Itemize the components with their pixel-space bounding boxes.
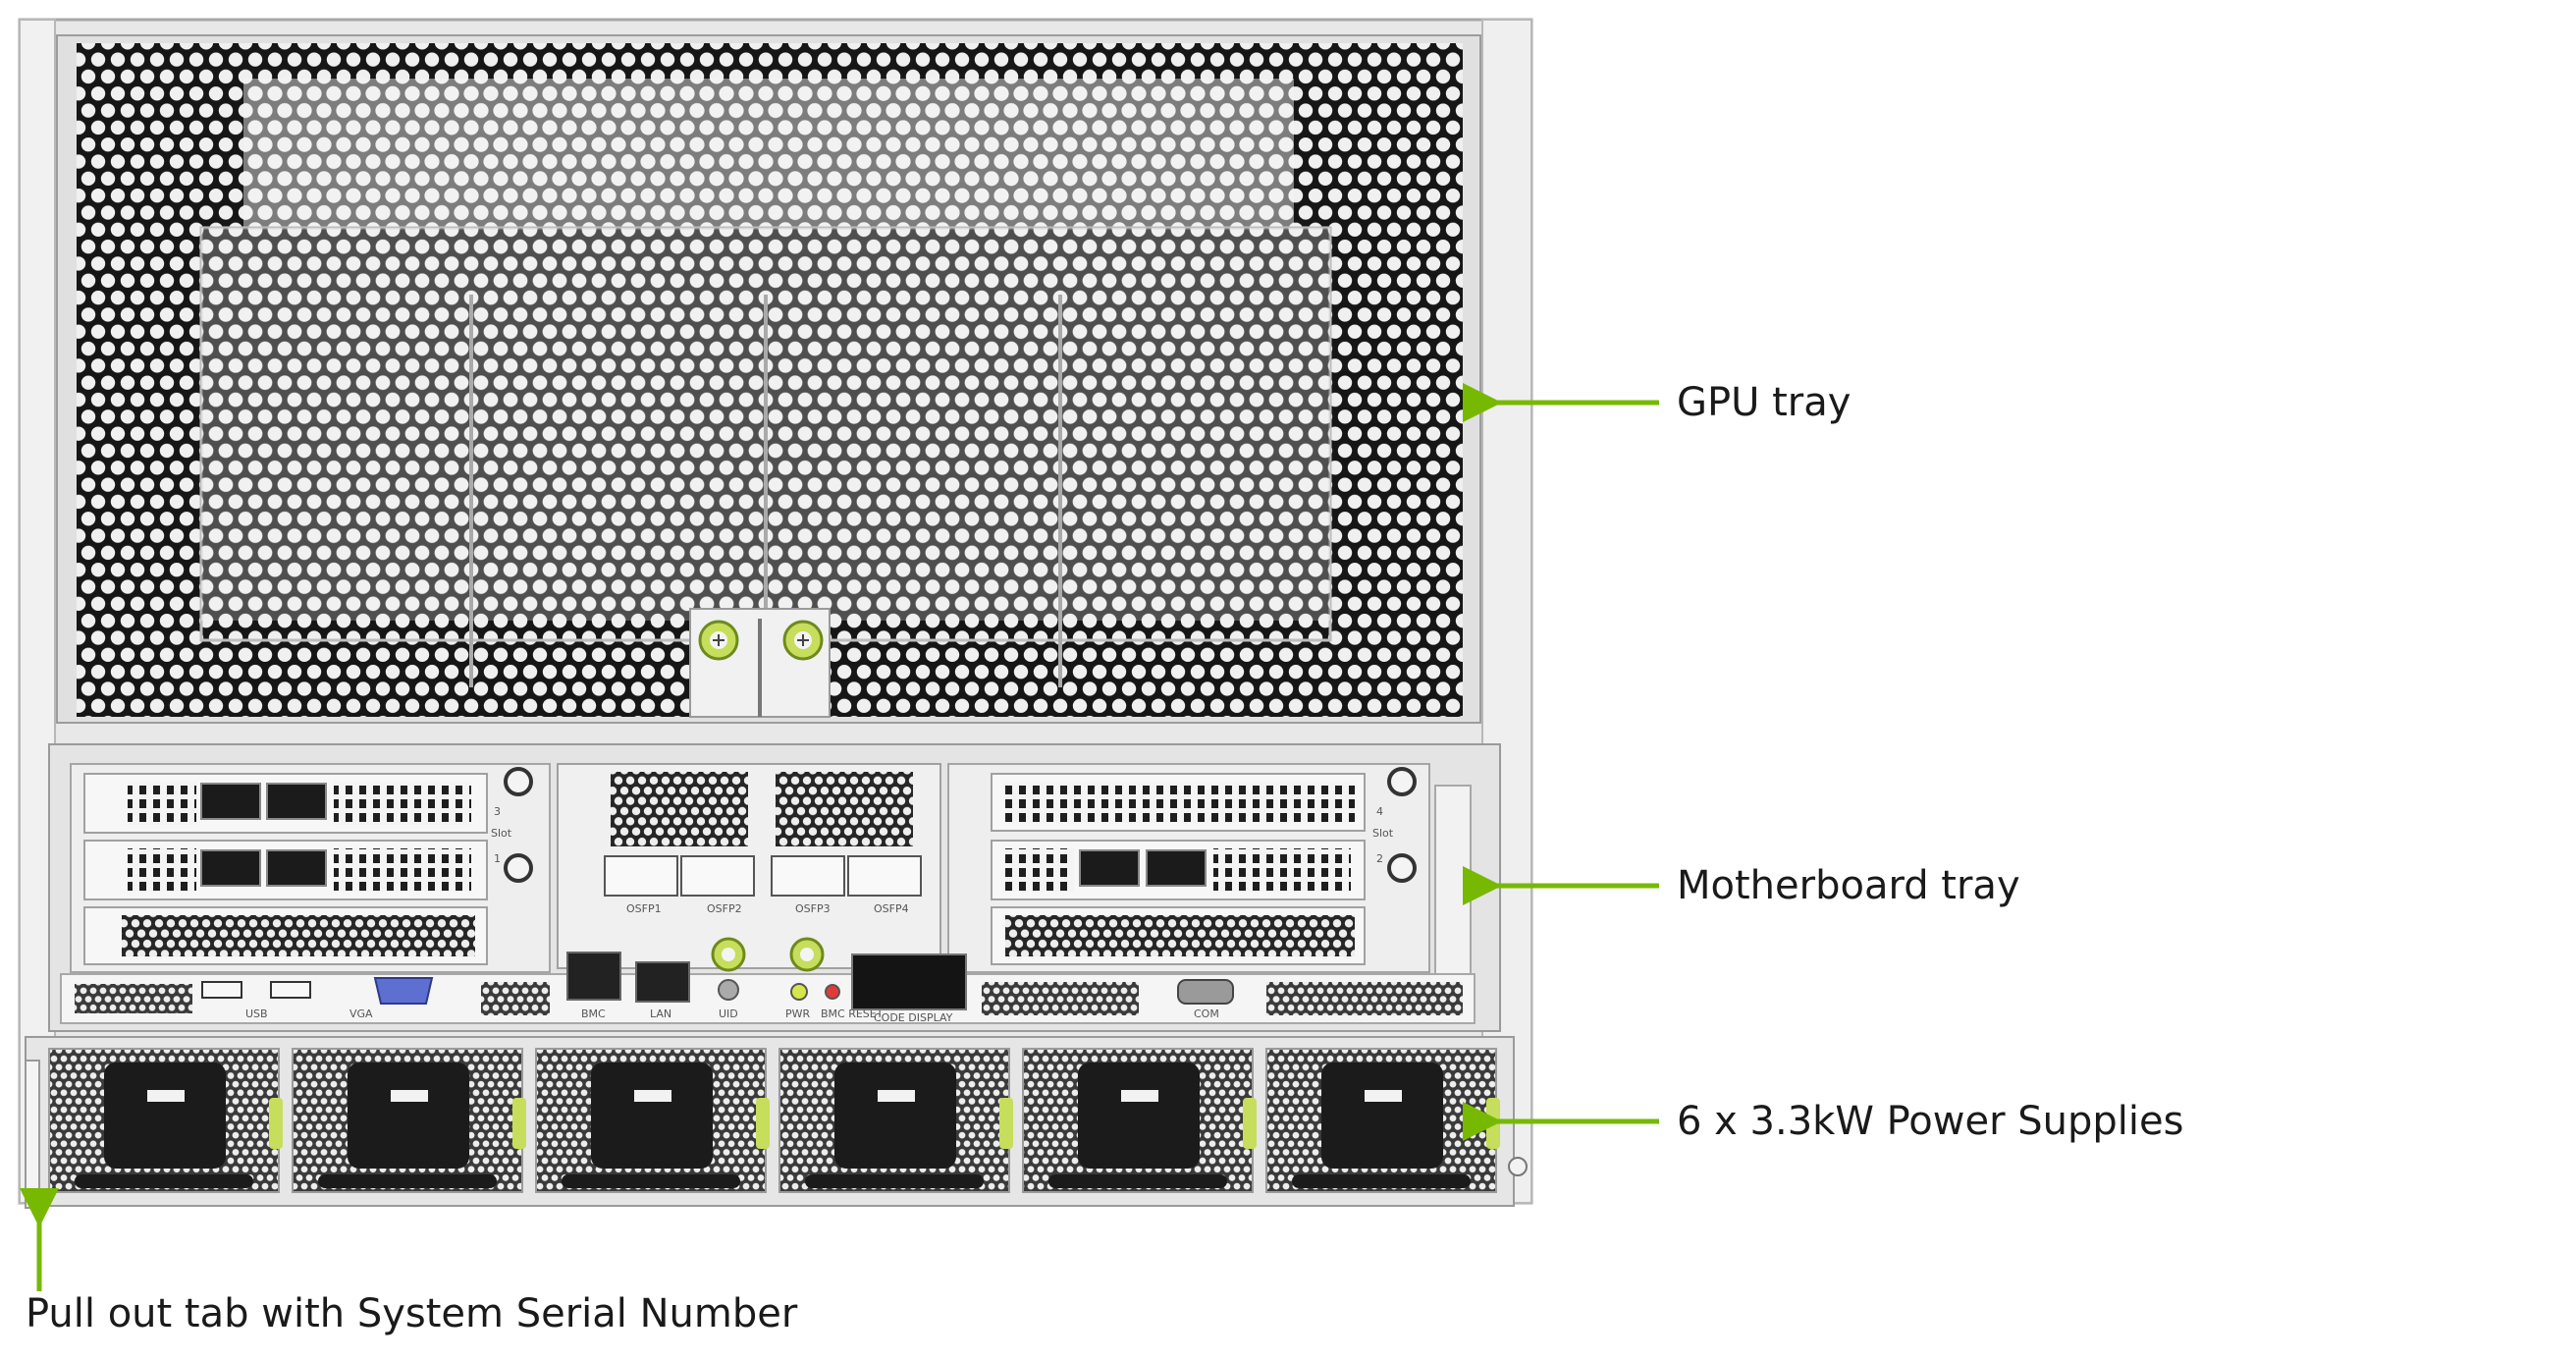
pull-out-tab	[25, 1060, 40, 1209]
power-supplies-label: 6 x 3.3kW Power Supplies	[1677, 1099, 2184, 1144]
power-inlet-icon	[147, 1090, 185, 1102]
power-inlet-icon	[391, 1090, 428, 1102]
motherboard-tray: 3 Slot 1 OSFP1 OSFP2 OSFP3 OSFP4 4 Slot …	[48, 743, 1501, 1032]
power-supply-3	[535, 1048, 770, 1193]
slot-4-label: 4	[1376, 805, 1383, 818]
thumbscrew-icon	[504, 767, 533, 796]
slot-label: Slot	[1372, 827, 1394, 840]
power-inlet-icon	[1365, 1090, 1402, 1102]
thumbscrew-icon	[789, 937, 825, 972]
vga-connector-icon	[373, 977, 434, 1005]
usb-label: USB	[245, 1007, 268, 1020]
bmc-reset-label: BMC RESET	[821, 1007, 884, 1020]
pull-tab-label: Pull out tab with System Serial Number	[26, 1291, 798, 1336]
screw-icon	[1508, 1157, 1528, 1176]
thumbscrew-icon	[504, 853, 533, 883]
power-supply-2	[292, 1048, 526, 1193]
gpu-tray	[56, 34, 1481, 724]
slot-3-label: 3	[494, 805, 501, 818]
slot-1-label: 1	[494, 852, 501, 865]
power-supply-4	[778, 1048, 1013, 1193]
power-inlet-icon	[878, 1090, 915, 1102]
lan-label: LAN	[650, 1007, 671, 1020]
pwr-label: PWR	[785, 1007, 811, 1020]
power-supply-bank	[25, 1036, 1528, 1209]
slot-2-label: 2	[1376, 852, 1383, 865]
motherboard-tray-label: Motherboard tray	[1677, 863, 2020, 908]
osfp4-label: OSFP4	[874, 902, 909, 915]
power-supply-6	[1265, 1048, 1500, 1193]
slot-label: Slot	[491, 827, 512, 840]
thumbscrew-icon	[1387, 853, 1417, 883]
gpu-tray-label: GPU tray	[1677, 380, 1852, 425]
bmc-label: BMC	[581, 1007, 606, 1020]
uid-label: UID	[719, 1007, 738, 1020]
osfp1-label: OSFP1	[626, 902, 662, 915]
thumbscrew-icon	[782, 620, 824, 661]
power-inlet-icon	[1121, 1090, 1158, 1102]
com-label: COM	[1194, 1007, 1219, 1020]
thumbscrew-icon	[1387, 767, 1417, 796]
power-supply-1	[48, 1048, 283, 1193]
code-display-label: CODE DISPLAY	[874, 1011, 953, 1024]
vga-label: VGA	[349, 1007, 373, 1020]
osfp2-label: OSFP2	[707, 902, 742, 915]
power-inlet-icon	[634, 1090, 671, 1102]
osfp3-label: OSFP3	[795, 902, 831, 915]
thumbscrew-icon	[711, 937, 746, 972]
thumbscrew-icon	[698, 620, 739, 661]
power-supply-5	[1022, 1048, 1257, 1193]
